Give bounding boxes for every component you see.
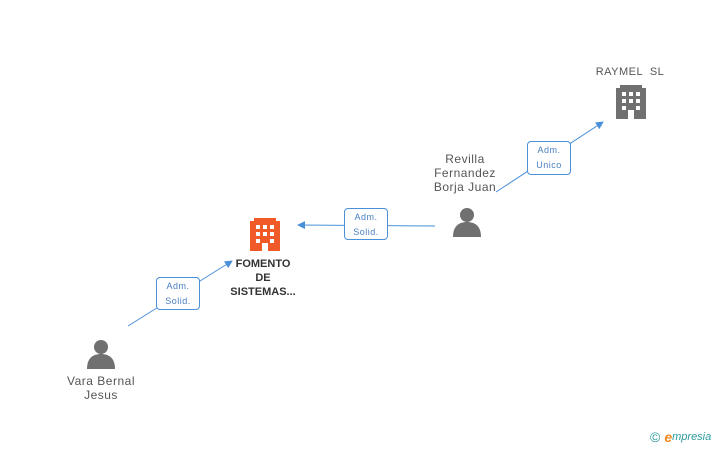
label-line: Revilla	[445, 152, 485, 166]
copyright-symbol: ©	[650, 429, 661, 445]
role-line: Adm.	[354, 212, 378, 222]
label-line: Vara Bernal	[67, 374, 135, 388]
role-badge-vara-fomento[interactable]: Adm. Solid.	[156, 277, 200, 310]
role-line: Unico	[536, 160, 562, 170]
company-label-fomento[interactable]: FOMENTO DE SISTEMAS...	[222, 257, 304, 299]
brand-logo-e: e	[664, 429, 673, 445]
role-badge-revilla-fomento[interactable]: Adm. Solid.	[344, 208, 388, 240]
building-icon[interactable]	[616, 85, 646, 119]
brand-logo-text: mpresia	[672, 431, 712, 443]
label-line: RAYMEL SL	[595, 66, 665, 78]
role-line: Solid.	[353, 227, 379, 237]
role-line: Adm.	[537, 145, 561, 155]
label-line: Borja Juan	[433, 180, 497, 194]
person-label-revilla[interactable]: Revilla Fernandez Borja Juan	[420, 152, 510, 194]
person-icon[interactable]	[87, 340, 115, 369]
label-line: Jesus	[84, 388, 118, 402]
role-line: Adm.	[166, 281, 190, 291]
building-icon[interactable]	[250, 218, 280, 251]
company-label-raymel[interactable]: RAYMEL SL	[582, 65, 678, 79]
label-line: FOMENTO	[235, 258, 291, 270]
label-line: DE	[255, 272, 271, 284]
role-badge-revilla-raymel[interactable]: Adm. Unico	[527, 141, 571, 175]
label-line: Fernandez	[434, 166, 496, 180]
person-icon[interactable]	[453, 208, 481, 237]
role-line: Solid.	[165, 296, 191, 306]
person-label-vara[interactable]: Vara Bernal Jesus	[56, 374, 146, 402]
label-line: SISTEMAS...	[230, 286, 296, 298]
footer-brand: © e mpresia	[650, 428, 711, 446]
